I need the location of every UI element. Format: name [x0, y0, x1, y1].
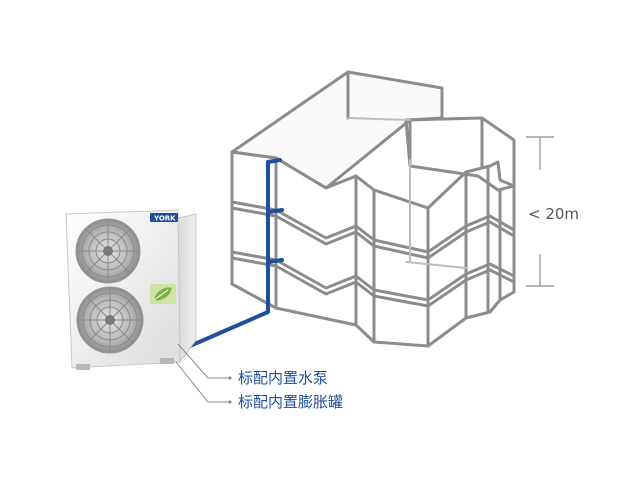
building-outline — [230, 70, 516, 348]
height-label: < 20m — [528, 205, 579, 223]
water-pipe — [188, 158, 284, 348]
outdoor-heat-pump-unit: YORK — [65, 209, 197, 370]
brand-logo — [150, 213, 178, 222]
callout-water-pump: 标配内置水泵 — [238, 369, 328, 387]
fan-icon — [76, 286, 144, 354]
eco-leaf-icon — [150, 284, 176, 304]
brand-text: YORK — [153, 215, 176, 223]
callout-dot — [228, 400, 232, 404]
callout-leaders — [175, 343, 230, 403]
height-dimension — [526, 136, 554, 287]
callout-dot — [228, 376, 232, 380]
fan-icon — [75, 218, 141, 284]
callout-expansion-tank: 标配内置膨胀罐 — [238, 393, 343, 411]
